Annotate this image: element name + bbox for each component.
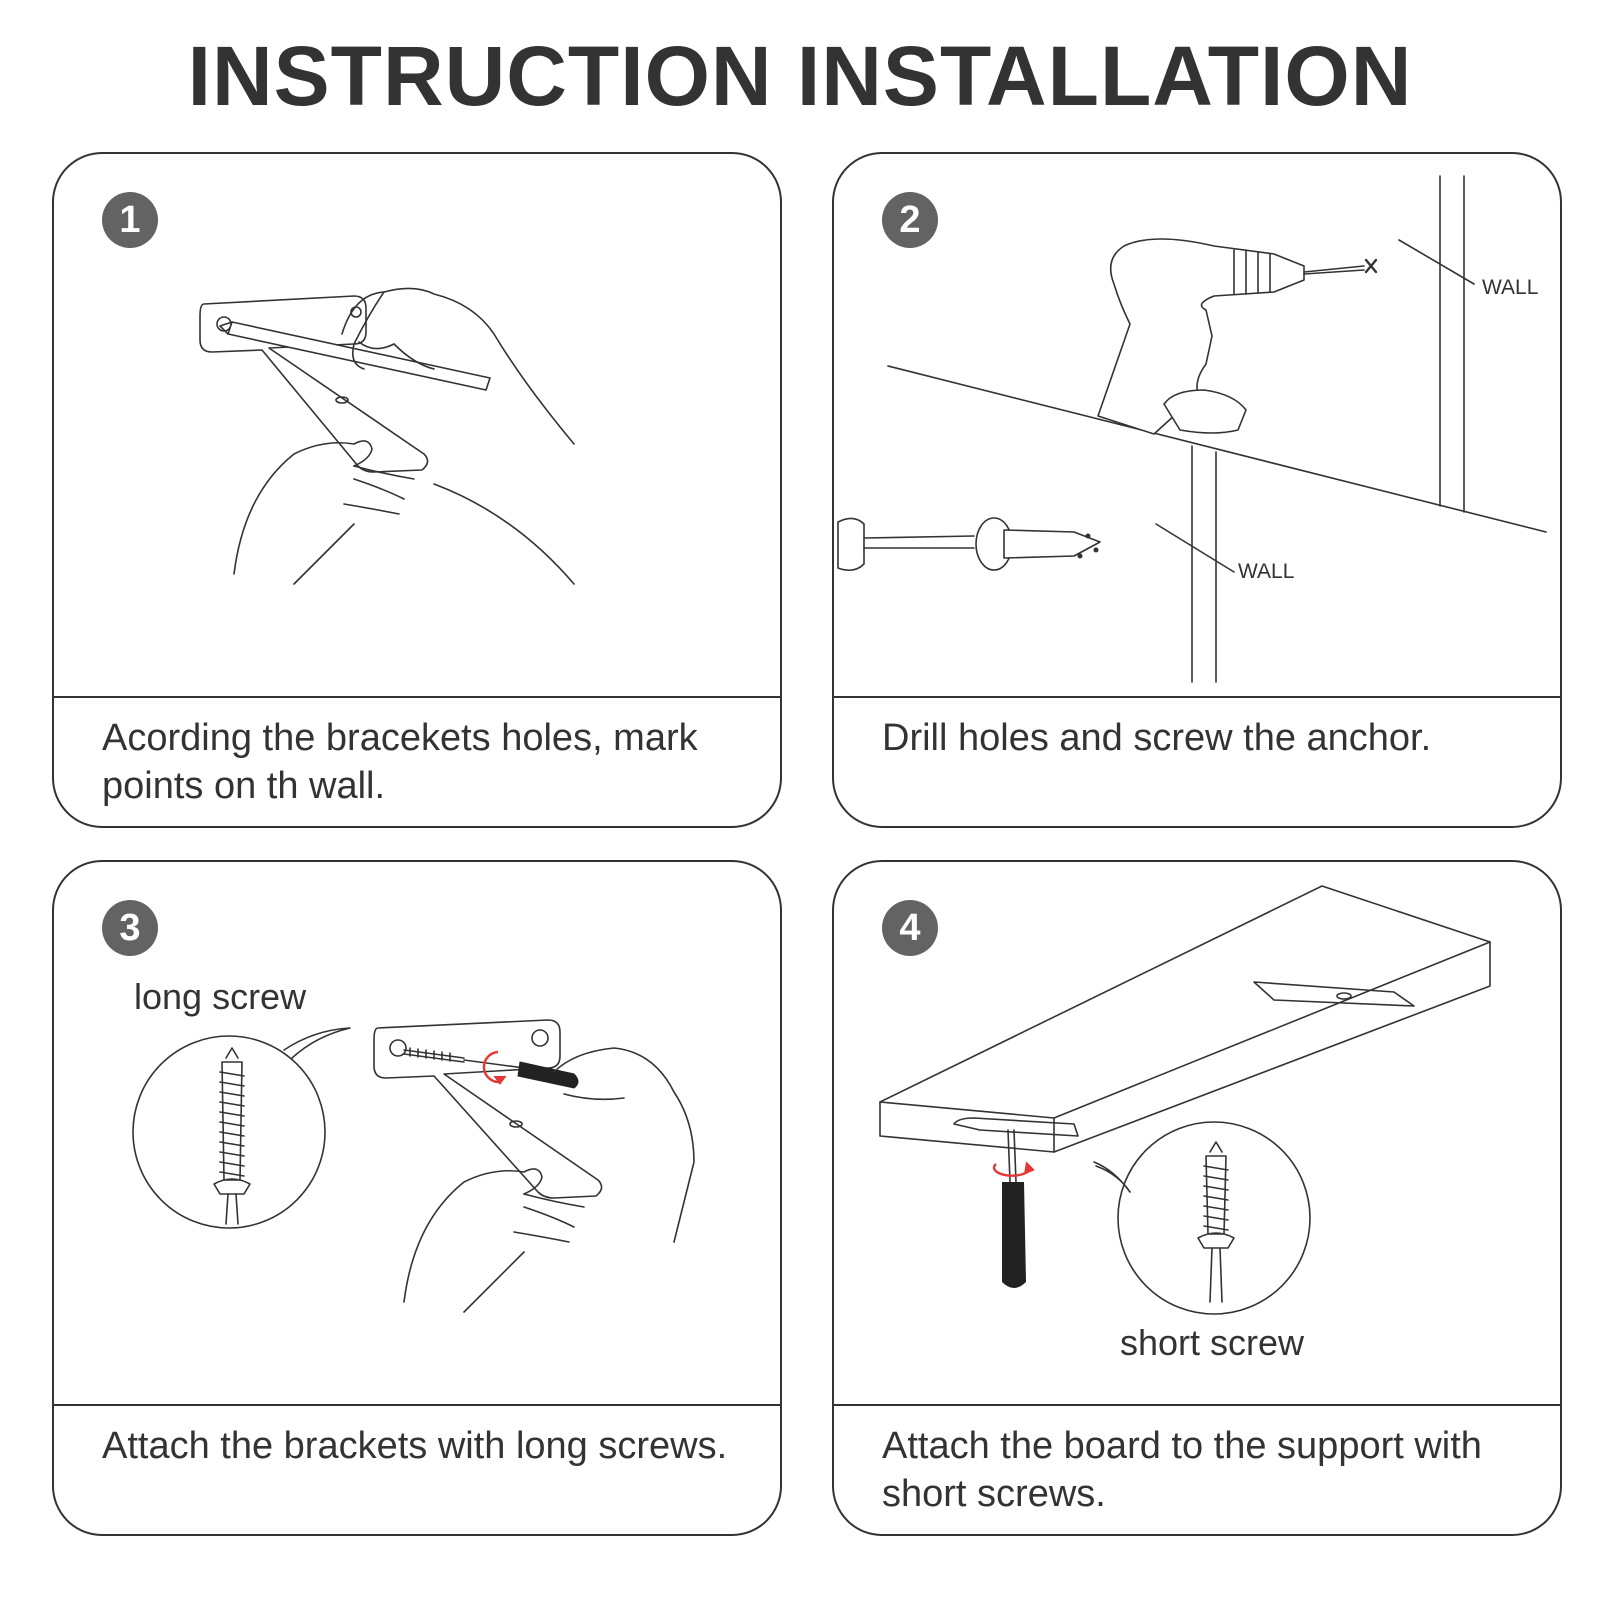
step-2-badge: 2 [882,192,938,248]
step-3-card: 3 long screw Attach the brackets with lo… [52,860,782,1536]
step-4-illustration [879,885,1491,1315]
step-2-caption: Drill holes and screw the anchor. [882,717,1432,759]
step-4-card: 4 short screw Attach the board to the su… [832,860,1562,1536]
step-1-caption: Acording the bracekets holes, mark point… [102,717,698,807]
wall-label-top: WALL [1482,276,1539,299]
step-4-caption: Attach the board to the support with sho… [882,1425,1482,1515]
step-3-illustration [132,1019,695,1313]
step-2-illustration [837,175,1547,683]
step-3-badge: 3 [102,900,158,956]
step-1-divider [54,696,780,698]
step-4-badge: 4 [882,900,938,956]
step-1-illustration [199,287,575,585]
short-screw-label: short screw [1120,1322,1305,1363]
wall-label-bottom: WALL [1238,560,1295,583]
step-3-divider [54,1404,780,1406]
page-title: INSTRUCTION INSTALLATION [187,29,1413,123]
step-2-divider [834,696,1560,698]
long-screw-label: long screw [134,976,307,1017]
step-2-card: 2 WALL WALL Drill holes and screw the an… [832,152,1562,828]
step-1-card: 1 Acording the bracekets holes, mark poi… [52,152,782,828]
step-4-divider [834,1404,1560,1406]
step-1-badge: 1 [102,192,158,248]
step-3-caption: Attach the brackets with long screws. [102,1425,728,1467]
